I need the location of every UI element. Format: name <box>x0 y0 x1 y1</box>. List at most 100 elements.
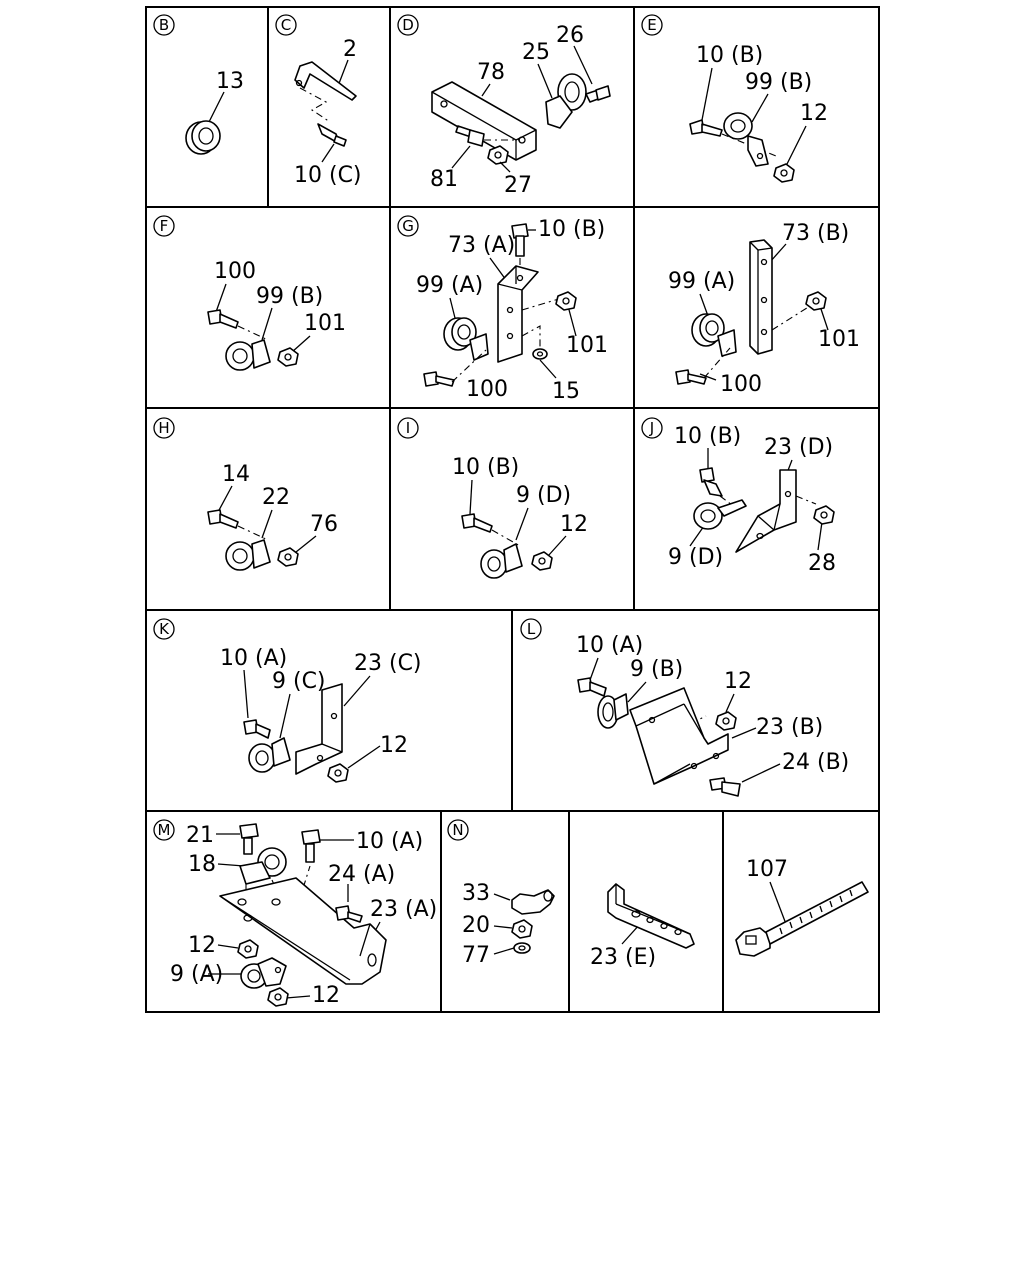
bolt-10a-m <box>301 829 321 863</box>
callout-m-1: 21 <box>186 823 214 848</box>
callout-h-2: 22 <box>262 485 290 510</box>
callout-i-2: 9 (D) <box>516 483 571 508</box>
bracket-23e <box>607 883 695 949</box>
bracket-23d <box>735 469 797 553</box>
clamp-18 <box>239 847 287 885</box>
bolt-10c <box>317 123 347 147</box>
nut-12-l <box>715 711 737 731</box>
callout-m-4: 24 (A) <box>328 862 395 887</box>
callout-d-1: 26 <box>556 23 584 48</box>
callout-n2-1: 23 (E) <box>590 945 656 970</box>
callout-h-3: 76 <box>310 512 338 537</box>
bolt-10b <box>689 119 723 137</box>
panel-d: D 26 25 78 <box>397 14 611 198</box>
section-marker-m: M <box>158 821 171 839</box>
bolt-100-g <box>423 371 455 387</box>
callout-g2-2: 99 (A) <box>668 269 735 294</box>
callout-j-1: 10 (B) <box>674 424 741 449</box>
panel-k: K 10 (A) 9 (C) 23 (C) 12 <box>153 618 422 783</box>
bracket-23b <box>629 687 729 785</box>
clamp-9c <box>248 737 291 773</box>
bolt-10b-j <box>699 467 723 497</box>
callout-g2-3: 101 <box>818 327 860 352</box>
section-marker-e: E <box>647 16 656 34</box>
callout-e-2: 99 (B) <box>745 70 812 95</box>
callout-g-4: 101 <box>566 333 608 358</box>
callout-g-6: 15 <box>552 379 580 404</box>
clamp-9a <box>240 957 287 989</box>
callout-g-5: 100 <box>466 377 508 402</box>
callout-j-3: 9 (D) <box>668 545 723 570</box>
clamp-99a-g2 <box>691 313 737 357</box>
clamp-99b-f <box>225 339 271 371</box>
section-marker-f: F <box>160 217 169 235</box>
callout-j-4: 28 <box>808 551 836 576</box>
nut-101 <box>277 347 299 367</box>
bolt-10a-k <box>243 719 271 739</box>
section-marker-k: K <box>159 620 170 638</box>
nut-28 <box>813 505 835 525</box>
callout-l-5: 24 (B) <box>782 750 849 775</box>
bolt-24a <box>335 905 363 923</box>
nut-12-i <box>531 551 553 571</box>
callout-k-2: 9 (C) <box>272 669 326 694</box>
bolt-26 <box>585 85 611 103</box>
callout-h-1: 14 <box>222 462 250 487</box>
callout-n-3: 77 <box>462 943 490 968</box>
callout-g-3: 99 (A) <box>416 273 483 298</box>
callout-d-2: 25 <box>522 40 550 65</box>
callout-f-3: 101 <box>304 311 346 336</box>
cable-tie-107 <box>735 881 869 957</box>
callout-m-6: 12 <box>188 933 216 958</box>
clamp-9d-i <box>480 543 523 579</box>
section-marker-b: B <box>159 16 169 34</box>
panel-g2: 73 (B) 99 (A) 101 100 <box>668 221 860 397</box>
section-marker-i: I <box>406 419 410 437</box>
clamp-22 <box>225 539 271 571</box>
bolt-10b-i <box>461 513 493 533</box>
section-marker-c: C <box>281 16 291 34</box>
section-marker-l: L <box>527 620 536 638</box>
callout-g-1: 10 (B) <box>538 217 605 242</box>
bracket-78 <box>431 81 537 161</box>
panel-grid <box>145 6 880 1013</box>
grommet-13 <box>185 120 221 155</box>
section-marker-n: N <box>452 821 463 839</box>
callout-f-2: 99 (B) <box>256 284 323 309</box>
section-marker-d: D <box>402 16 414 34</box>
bracket-23c <box>295 683 343 775</box>
callout-d-4: 81 <box>430 167 458 192</box>
callout-e-1: 10 (B) <box>696 43 763 68</box>
callout-c-1: 2 <box>343 37 357 62</box>
bolt-14 <box>207 509 239 529</box>
bracket-73a <box>497 265 539 363</box>
callout-m-2: 10 (A) <box>356 829 423 854</box>
cap-33 <box>511 889 555 915</box>
bolt-10a-l <box>577 677 607 697</box>
callout-m-5: 23 (A) <box>370 897 437 922</box>
callout-d-3: 78 <box>477 60 505 85</box>
bolt-24b <box>709 777 741 797</box>
panel-n3: 107 <box>735 857 869 957</box>
clamp-99a <box>443 317 489 361</box>
callout-j-2: 23 (D) <box>764 435 833 460</box>
panel-n2: 23 (E) <box>590 883 695 970</box>
washer-15 <box>532 348 548 360</box>
bolt-10b-g <box>511 223 529 257</box>
bolt-81 <box>455 125 485 147</box>
bracket-73b <box>749 239 773 355</box>
callout-l-1: 10 (A) <box>576 633 643 658</box>
nut-101-g <box>555 291 577 311</box>
clamp-25 <box>545 73 587 129</box>
clamp-9d-j <box>693 499 747 530</box>
callout-n-2: 20 <box>462 913 490 938</box>
panel-l: L 10 (A) 9 (B) 12 23 (B) 24 (B) <box>520 618 849 797</box>
nut-12-k <box>327 763 349 783</box>
section-marker-g: G <box>402 217 414 235</box>
panel-h: H 14 22 76 <box>153 417 338 571</box>
callout-m-3: 18 <box>188 852 216 877</box>
section-marker-h: H <box>158 419 169 437</box>
clamp-9b <box>597 693 629 729</box>
bolt-21 <box>239 823 259 855</box>
